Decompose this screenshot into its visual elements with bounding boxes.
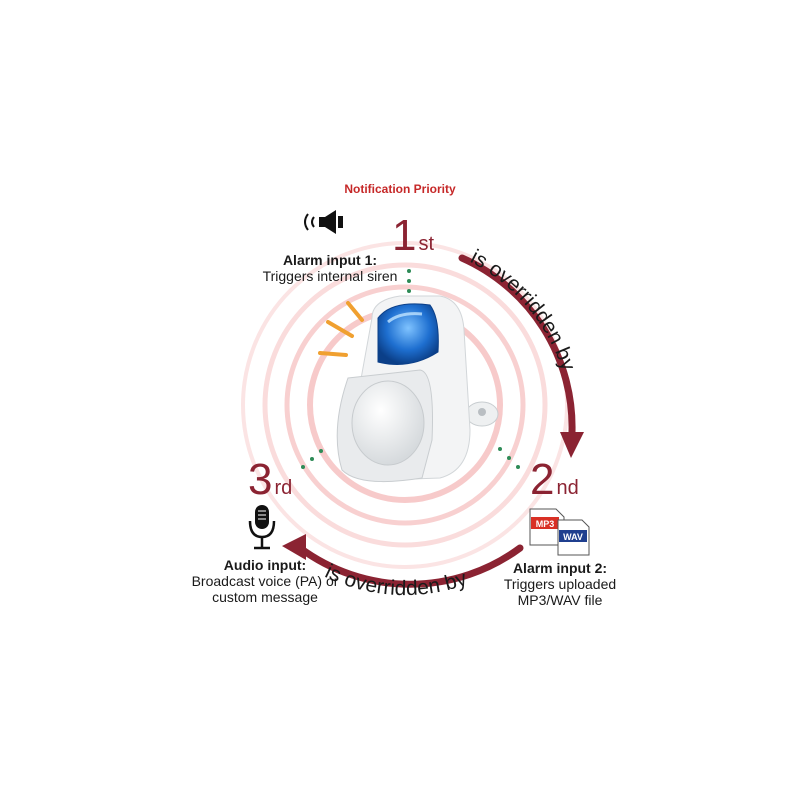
caption-audio-input: Audio input: Broadcast voice (PA) or cus… (170, 557, 360, 605)
caption-heading: Alarm input 1: (282, 252, 378, 268)
arrow-right (458, 254, 584, 458)
speaker-sound-icon (304, 210, 343, 234)
arrow-bottom (282, 534, 524, 588)
rank-suffix: rd (274, 477, 293, 499)
caption-alarm-input-2: Alarm input 2: Triggers uploaded MP3/WAV… (480, 560, 640, 608)
rank-number: 2 (530, 455, 555, 504)
siren-device (336, 295, 499, 483)
flash-lines (318, 301, 364, 357)
rank-number: 1 (392, 211, 417, 260)
caption-heading: Audio input: (223, 557, 307, 573)
caption-line: Broadcast voice (PA) or (191, 573, 339, 589)
microphone-icon (248, 505, 276, 550)
mp3-badge-label: MP3 (536, 519, 555, 529)
caption-alarm-input-1: Alarm input 1: Triggers internal siren (230, 252, 430, 284)
rank-number: 3 (248, 455, 273, 504)
caption-line: Triggers uploaded (503, 576, 617, 592)
caption-line: MP3/WAV file (517, 592, 603, 608)
caption-line: custom message (212, 589, 318, 605)
diagram-title: Notification Priority (344, 182, 456, 196)
mp3-wav-file-icon: MP3 WAV (529, 508, 590, 556)
caption-line: Triggers internal siren (262, 268, 398, 284)
caption-heading: Alarm input 2: (512, 560, 608, 576)
rank-suffix: st (418, 233, 435, 255)
wav-badge-label: WAV (563, 532, 583, 542)
connector-dots (301, 269, 520, 469)
mp3-file-icon: MP3 (529, 508, 565, 546)
rank-suffix: nd (556, 477, 579, 499)
wav-file-icon: WAV (557, 519, 590, 556)
